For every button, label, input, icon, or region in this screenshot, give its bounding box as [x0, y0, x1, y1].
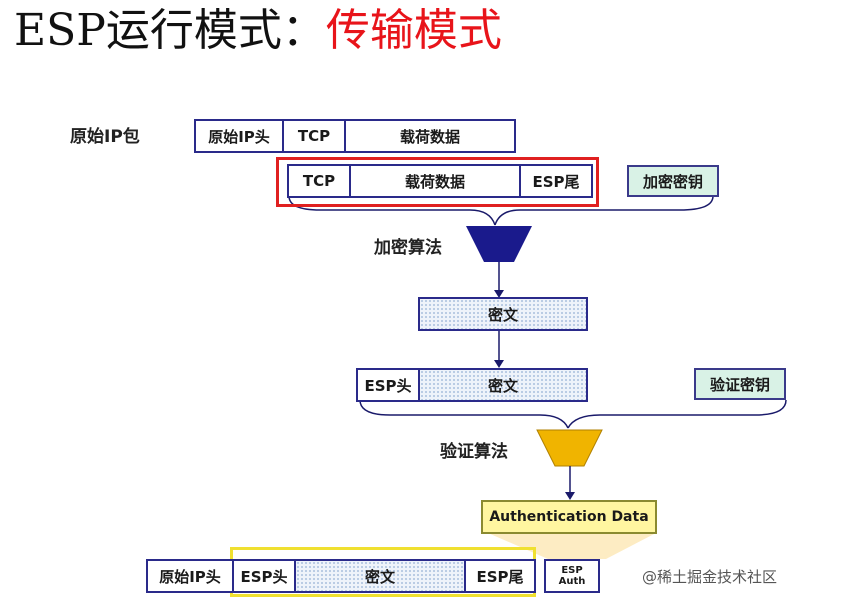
- auth-key-box: 验证密钥: [694, 368, 786, 400]
- watermark: @稀土掘金技术社区: [642, 568, 778, 586]
- encrypt-bracket: [288, 195, 496, 226]
- label-auth-algo: 验证算法: [440, 442, 508, 462]
- encrypt-bracket-key: [494, 195, 714, 226]
- row3-ciphertext: 密文: [418, 368, 588, 402]
- row3-esp-header: ESP头: [356, 368, 420, 402]
- ciphertext-box: 密文: [418, 297, 588, 331]
- title-prefix: ESP运行模式：: [14, 5, 326, 56]
- auth-bracket-key: [567, 399, 787, 429]
- auth-data-box: Authentication Data: [481, 500, 657, 534]
- title-highlight: 传输模式: [325, 5, 502, 56]
- row1-tcp: TCP: [282, 119, 346, 153]
- row2-tcp: TCP: [287, 164, 351, 198]
- final-esp-header: ESP头: [232, 559, 296, 593]
- row1-ip-header: 原始IP头: [194, 119, 284, 153]
- final-ip-header: 原始IP头: [146, 559, 234, 593]
- esp-auth-line2: Auth: [558, 576, 586, 587]
- slide-title: ESP运行模式：传输模式: [14, 0, 502, 62]
- encrypt-funnel-shape: [466, 226, 532, 262]
- label-original-packet: 原始IP包: [70, 127, 140, 147]
- final-ciphertext: 密文: [294, 559, 466, 593]
- auth-projection: [488, 533, 656, 559]
- esp-auth-line1: ESP: [561, 565, 583, 576]
- final-esp-trailer: ESP尾: [464, 559, 536, 593]
- auth-funnel-shape: [536, 429, 603, 467]
- row1-payload: 载荷数据: [344, 119, 516, 153]
- label-encrypt-algo: 加密算法: [374, 238, 442, 258]
- encrypted-section-frame: [276, 157, 599, 207]
- row2-payload: 载荷数据: [349, 164, 521, 198]
- auth-bracket: [359, 399, 569, 429]
- encrypt-key-box: 加密密钥: [627, 165, 719, 197]
- row2-esp-trailer: ESP尾: [519, 164, 593, 198]
- final-esp-auth: ESP Auth: [544, 559, 600, 593]
